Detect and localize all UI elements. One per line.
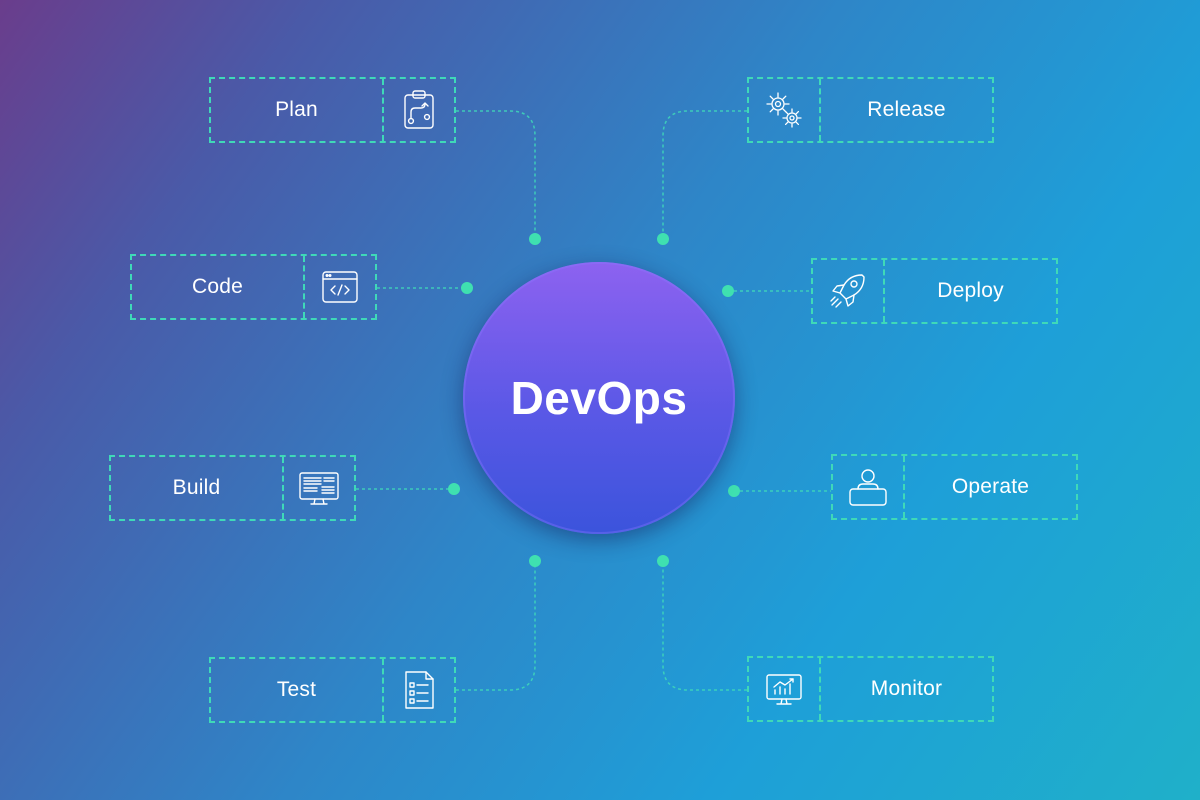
stage-code[interactable]: Code: [130, 254, 377, 320]
dot-operate: [728, 485, 740, 497]
dot-plan: [529, 233, 541, 245]
stage-monitor-label: Monitor: [870, 677, 943, 700]
stage-plan-label: Plan: [275, 98, 318, 121]
build-monitor-icon: [282, 457, 354, 519]
stage-test-label: Test: [276, 678, 317, 701]
devops-hub: DevOps: [463, 262, 735, 534]
stage-deploy-label: Deploy: [937, 279, 1004, 302]
dot-code: [461, 282, 473, 294]
wire-test: [456, 561, 536, 691]
chart-monitor-icon: [749, 658, 821, 720]
stage-build-label: Build: [172, 476, 221, 499]
wire-monitor: [662, 561, 747, 691]
stage-build[interactable]: Build: [109, 455, 356, 521]
dot-test: [529, 555, 541, 567]
stage-plan[interactable]: Plan: [209, 77, 456, 143]
dot-release: [657, 233, 669, 245]
stage-operate[interactable]: Operate: [831, 454, 1078, 520]
hub-title: DevOps: [510, 372, 688, 424]
code-window-icon: [303, 256, 375, 318]
gears-icon: [749, 79, 821, 141]
stage-code-label: Code: [191, 275, 243, 298]
dot-monitor: [657, 555, 669, 567]
wire-plan: [456, 110, 536, 238]
dot-build: [448, 483, 460, 495]
stage-deploy[interactable]: Deploy: [811, 258, 1058, 324]
stage-monitor[interactable]: Monitor: [747, 656, 994, 722]
rocket-icon: [813, 260, 885, 322]
operator-icon: [833, 456, 905, 518]
checklist-icon: [382, 659, 454, 721]
stage-test[interactable]: Test: [209, 657, 456, 723]
clipboard-flow-icon: [382, 79, 454, 141]
stage-release-label: Release: [867, 98, 946, 121]
stage-release[interactable]: Release: [747, 77, 994, 143]
wire-release: [662, 110, 747, 238]
stage-operate-label: Operate: [951, 475, 1030, 498]
dot-deploy: [722, 285, 734, 297]
